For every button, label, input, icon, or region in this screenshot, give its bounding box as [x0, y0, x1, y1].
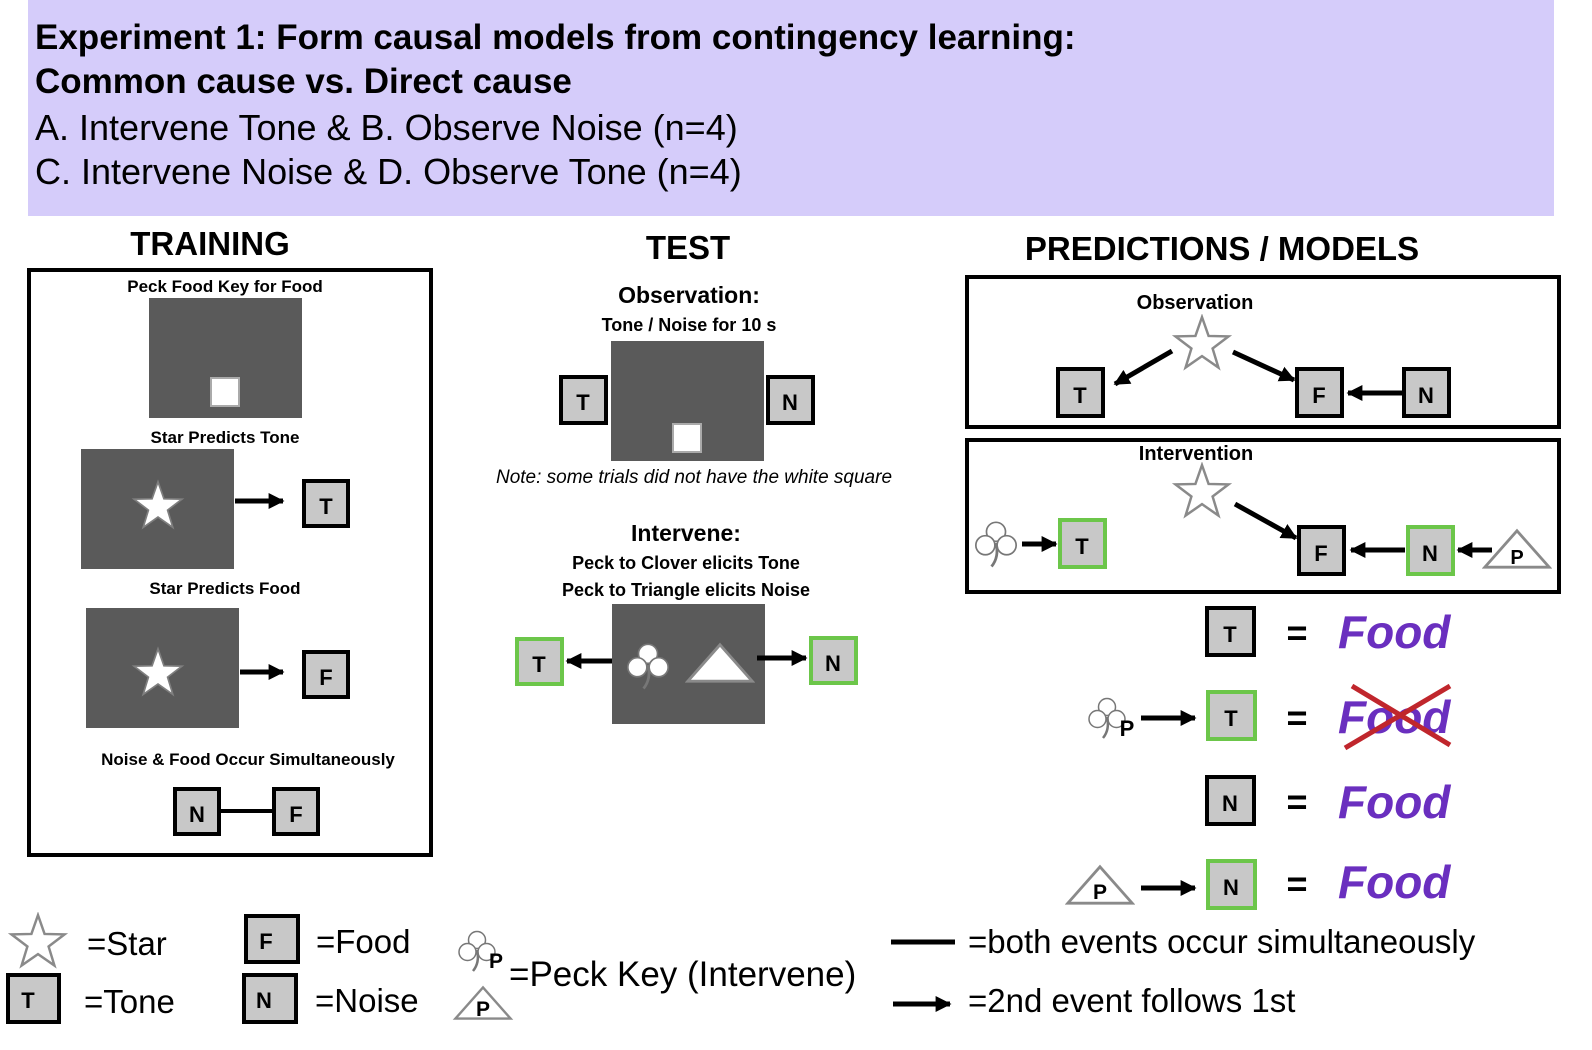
tone-key-letter: T — [576, 390, 590, 415]
title-line-2: Common cause vs. Direct cause — [35, 62, 572, 101]
legend-simultaneous: =both events occur simultaneously — [968, 923, 1476, 960]
legend-noise: =Noise — [315, 982, 419, 1019]
noise-key-green — [1406, 525, 1455, 576]
noise-key-letter: N — [256, 988, 272, 1013]
legend-follows: =2nd event follows 1st — [968, 982, 1295, 1019]
food-result: Food — [1338, 776, 1451, 828]
intervention-model-frame — [965, 438, 1561, 594]
tone-key-letter: T — [1075, 534, 1089, 559]
food-key — [1297, 525, 1346, 576]
observation-model-label: Observation — [1137, 292, 1254, 314]
observation-model-frame — [965, 275, 1561, 429]
cross-icon — [1343, 683, 1452, 751]
equals-sign: = — [1286, 697, 1307, 738]
peck-key-letter: P — [1510, 547, 1523, 569]
legend-food: =Food — [316, 923, 411, 960]
tone-key — [559, 375, 608, 425]
peck-key-letter: P — [1120, 716, 1135, 741]
noise-key — [1205, 775, 1256, 826]
equals-sign: = — [1286, 863, 1307, 904]
arrow-icon — [1113, 348, 1174, 387]
noise-key-letter: N — [782, 390, 798, 415]
noise-key — [242, 973, 298, 1024]
tone-key-letter: T — [1073, 383, 1087, 408]
legend-tone: =Tone — [84, 983, 175, 1020]
subtitle-line-3: A. Intervene Tone & B. Observe Noise (n=… — [35, 107, 738, 148]
arrow-icon — [1233, 501, 1298, 541]
star-icon — [1174, 463, 1230, 517]
legend-peck-key: =Peck Key (Intervene) — [509, 955, 856, 994]
observation-title: Observation: — [618, 282, 760, 308]
star-predicts-tone-label: Star Predicts Tone — [151, 428, 300, 447]
subtitle-line-4: C. Intervene Noise & D. Observe Tone (n=… — [35, 151, 742, 192]
noise-key-letter: N — [1418, 383, 1434, 408]
star-icon — [10, 913, 66, 967]
peck-key-letter: P — [489, 950, 503, 973]
noise-key-letter: N — [1222, 791, 1238, 816]
star-icon — [1174, 315, 1230, 369]
tone-key-green — [1058, 518, 1107, 569]
food-key — [272, 787, 320, 836]
noise-key-green — [1206, 859, 1257, 910]
noise-food-label: Noise & Food Occur Simultaneously — [101, 750, 395, 769]
training-frame — [27, 268, 433, 857]
square-icon — [210, 377, 240, 407]
food-key-letter: F — [319, 665, 332, 690]
food-key-letter: F — [1314, 541, 1327, 566]
square-icon — [672, 423, 702, 453]
food-result: Food — [1338, 606, 1451, 658]
food-key-letter: F — [289, 802, 302, 827]
observation-sub: Tone / Noise for 10 s — [602, 315, 777, 335]
food-key-letter: F — [259, 929, 272, 954]
food-result: Food — [1338, 856, 1451, 908]
tone-key — [6, 973, 61, 1024]
peck-key-letter: P — [476, 998, 490, 1021]
noise-key — [1402, 367, 1451, 418]
peck-food-key-label: Peck Food Key for Food — [127, 277, 323, 296]
observation-note: Note: some trials did not have the white… — [496, 467, 892, 488]
tone-key-letter: T — [21, 988, 35, 1013]
tone-key-letter: T — [319, 494, 333, 519]
tone-key-green — [515, 637, 564, 686]
intervene-line-1: Peck to Clover elicits Tone — [572, 553, 800, 573]
noise-key — [766, 375, 815, 425]
predictions-heading: PREDICTIONS / MODELS — [1025, 230, 1419, 267]
noise-key-letter: N — [825, 651, 841, 676]
peck-key-letter: P — [1093, 881, 1107, 904]
noise-key-letter: N — [1223, 875, 1239, 900]
clover-icon — [974, 520, 1018, 568]
noise-key-green — [809, 636, 858, 685]
tone-key-letter: T — [1224, 706, 1238, 731]
training-heading: TRAINING — [130, 225, 290, 262]
noise-key-letter: N — [1422, 541, 1438, 566]
title-line-1: Experiment 1: Form causal models from co… — [35, 18, 1076, 57]
tone-key — [302, 479, 350, 528]
test-heading: TEST — [646, 229, 730, 266]
tone-key-green — [1206, 690, 1257, 741]
tone-key-letter: T — [1223, 622, 1237, 647]
header-banner: Experiment 1: Form causal models from co… — [28, 0, 1554, 216]
tone-key — [1056, 367, 1105, 418]
equals-sign: = — [1286, 612, 1307, 653]
legend-star: =Star — [87, 925, 167, 962]
food-key — [302, 650, 350, 699]
intervene-title: Intervene: — [631, 520, 741, 546]
tone-key — [1205, 606, 1256, 657]
star-predicts-food-label: Star Predicts Food — [149, 579, 300, 598]
noise-key-letter: N — [189, 802, 205, 827]
food-key-letter: F — [1312, 383, 1325, 408]
food-key — [1295, 367, 1344, 418]
equals-sign: = — [1286, 781, 1307, 822]
food-key — [244, 914, 300, 964]
intervention-model-label: Intervention — [1139, 443, 1253, 465]
tone-key-letter: T — [532, 652, 546, 677]
intervene-line-2: Peck to Triangle elicits Noise — [562, 580, 810, 600]
arrow-icon — [1231, 349, 1296, 383]
